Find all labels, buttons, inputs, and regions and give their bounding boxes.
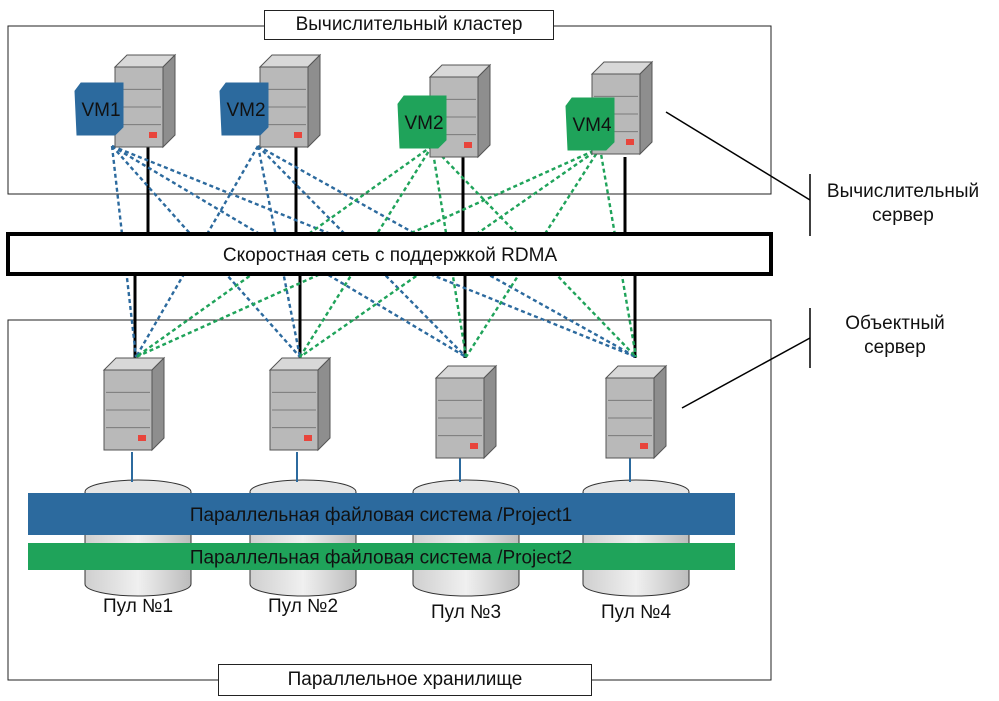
vm-tag: VM2 [397,95,447,149]
filesystem-label: Параллельная файловая система /Project1 [190,505,572,526]
object-server-callout: Объектный сервер [845,313,945,358]
object-server-icon [434,364,498,460]
pool-label: Пул №1 [103,596,173,617]
vm-label: VM2 [226,100,265,121]
pool-labels-layer: Пул №1 Пул №2 Пул №3 Пул №4 [103,596,671,623]
solid-links-layer [133,147,637,358]
filesystem-label: Параллельная файловая система /Project2 [190,548,572,569]
vm-label: VM2 [404,113,443,134]
compute-server-icon [428,63,492,159]
server-led-icon [294,132,302,138]
compute-server-icon [113,53,177,149]
server-led-icon [138,435,146,441]
compute-server-callout: Вычислительный сервер [826,181,980,226]
vm-label: VM4 [572,115,612,136]
filesystem-band: Параллельная файловая система /Project2 [28,543,735,570]
filesystem-bands-layer: Параллельная файловая система /Project1П… [28,493,735,570]
filesystem-band: Параллельная файловая система /Project1 [28,493,735,535]
storage-title: Параллельное хранилище [218,664,592,696]
vm-tag: VM4 [565,97,615,151]
rdma-network: Скоростная сеть с поддержкой RDMA [6,232,773,276]
server-led-icon [470,443,478,449]
vm-tag: VM2 [219,82,269,136]
object-server-icon [268,356,332,452]
object-server-callout-line [681,337,811,409]
compute-server-callout-line [665,111,811,201]
rdma-path [135,145,433,358]
object-server-icon [604,364,668,460]
server-led-icon [626,139,634,145]
compute-cluster-title: Вычислительный кластер [264,10,554,40]
compute-server-icon [258,53,322,149]
pool-label: Пул №2 [268,596,338,617]
vm-label: VM1 [81,100,120,121]
pool-label: Пул №3 [431,602,501,623]
network-label: Скоростная сеть с поддержкой RDMA [223,245,558,266]
rdma-path [257,144,637,359]
rdma-path [464,147,602,358]
server-led-icon [464,142,472,148]
vm-tag: VM1 [74,82,124,136]
object-server-icon [102,356,166,452]
server-led-icon [149,132,157,138]
server-led-icon [640,443,648,449]
servers-layer [102,53,668,460]
pool-label: Пул №4 [601,602,671,623]
server-led-icon [304,435,312,441]
